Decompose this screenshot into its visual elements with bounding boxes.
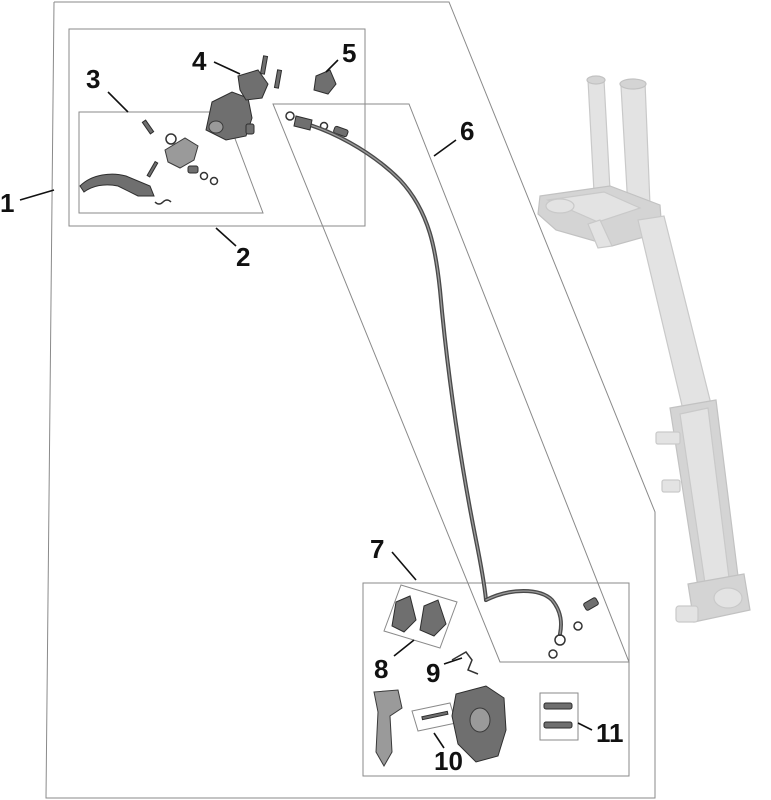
callout-2: 2 <box>236 242 250 272</box>
caliper-bracket <box>373 689 403 768</box>
clamp-part-4 <box>237 69 269 101</box>
callout-5: 5 <box>342 38 356 68</box>
callout-1: 1 <box>0 188 14 218</box>
callout-4: 4 <box>192 46 207 76</box>
callout-9: 9 <box>426 658 440 688</box>
assembly-frames <box>45 1 656 799</box>
callout-7: 7 <box>370 534 384 564</box>
callout-8: 8 <box>374 654 388 684</box>
caliper-parts <box>373 595 573 768</box>
lever-pivot-bracket <box>164 137 199 169</box>
front-fork-ghost <box>537 75 751 623</box>
brake-pad-left <box>391 595 417 633</box>
callout-6: 6 <box>460 116 474 146</box>
pad-spring <box>451 651 479 675</box>
brake-hose <box>293 115 599 659</box>
callout-11: 11 <box>596 718 624 748</box>
assembly-outline <box>45 1 656 799</box>
callout-labels: 1 2 3 4 5 6 7 8 9 10 11 <box>0 38 624 776</box>
pads-box <box>383 584 458 649</box>
bolts-box <box>539 692 579 741</box>
reservoir-cap-5 <box>313 69 337 95</box>
leader-lines <box>19 59 593 749</box>
callout-10: 10 <box>434 746 463 776</box>
callout-3: 3 <box>86 64 100 94</box>
caliper-box <box>362 582 630 777</box>
master-cylinder-box <box>68 28 366 227</box>
clutch-lever-parts <box>79 119 219 205</box>
brake-pad-right <box>419 599 447 637</box>
lever-box <box>78 111 264 214</box>
lever-blade <box>79 173 155 197</box>
